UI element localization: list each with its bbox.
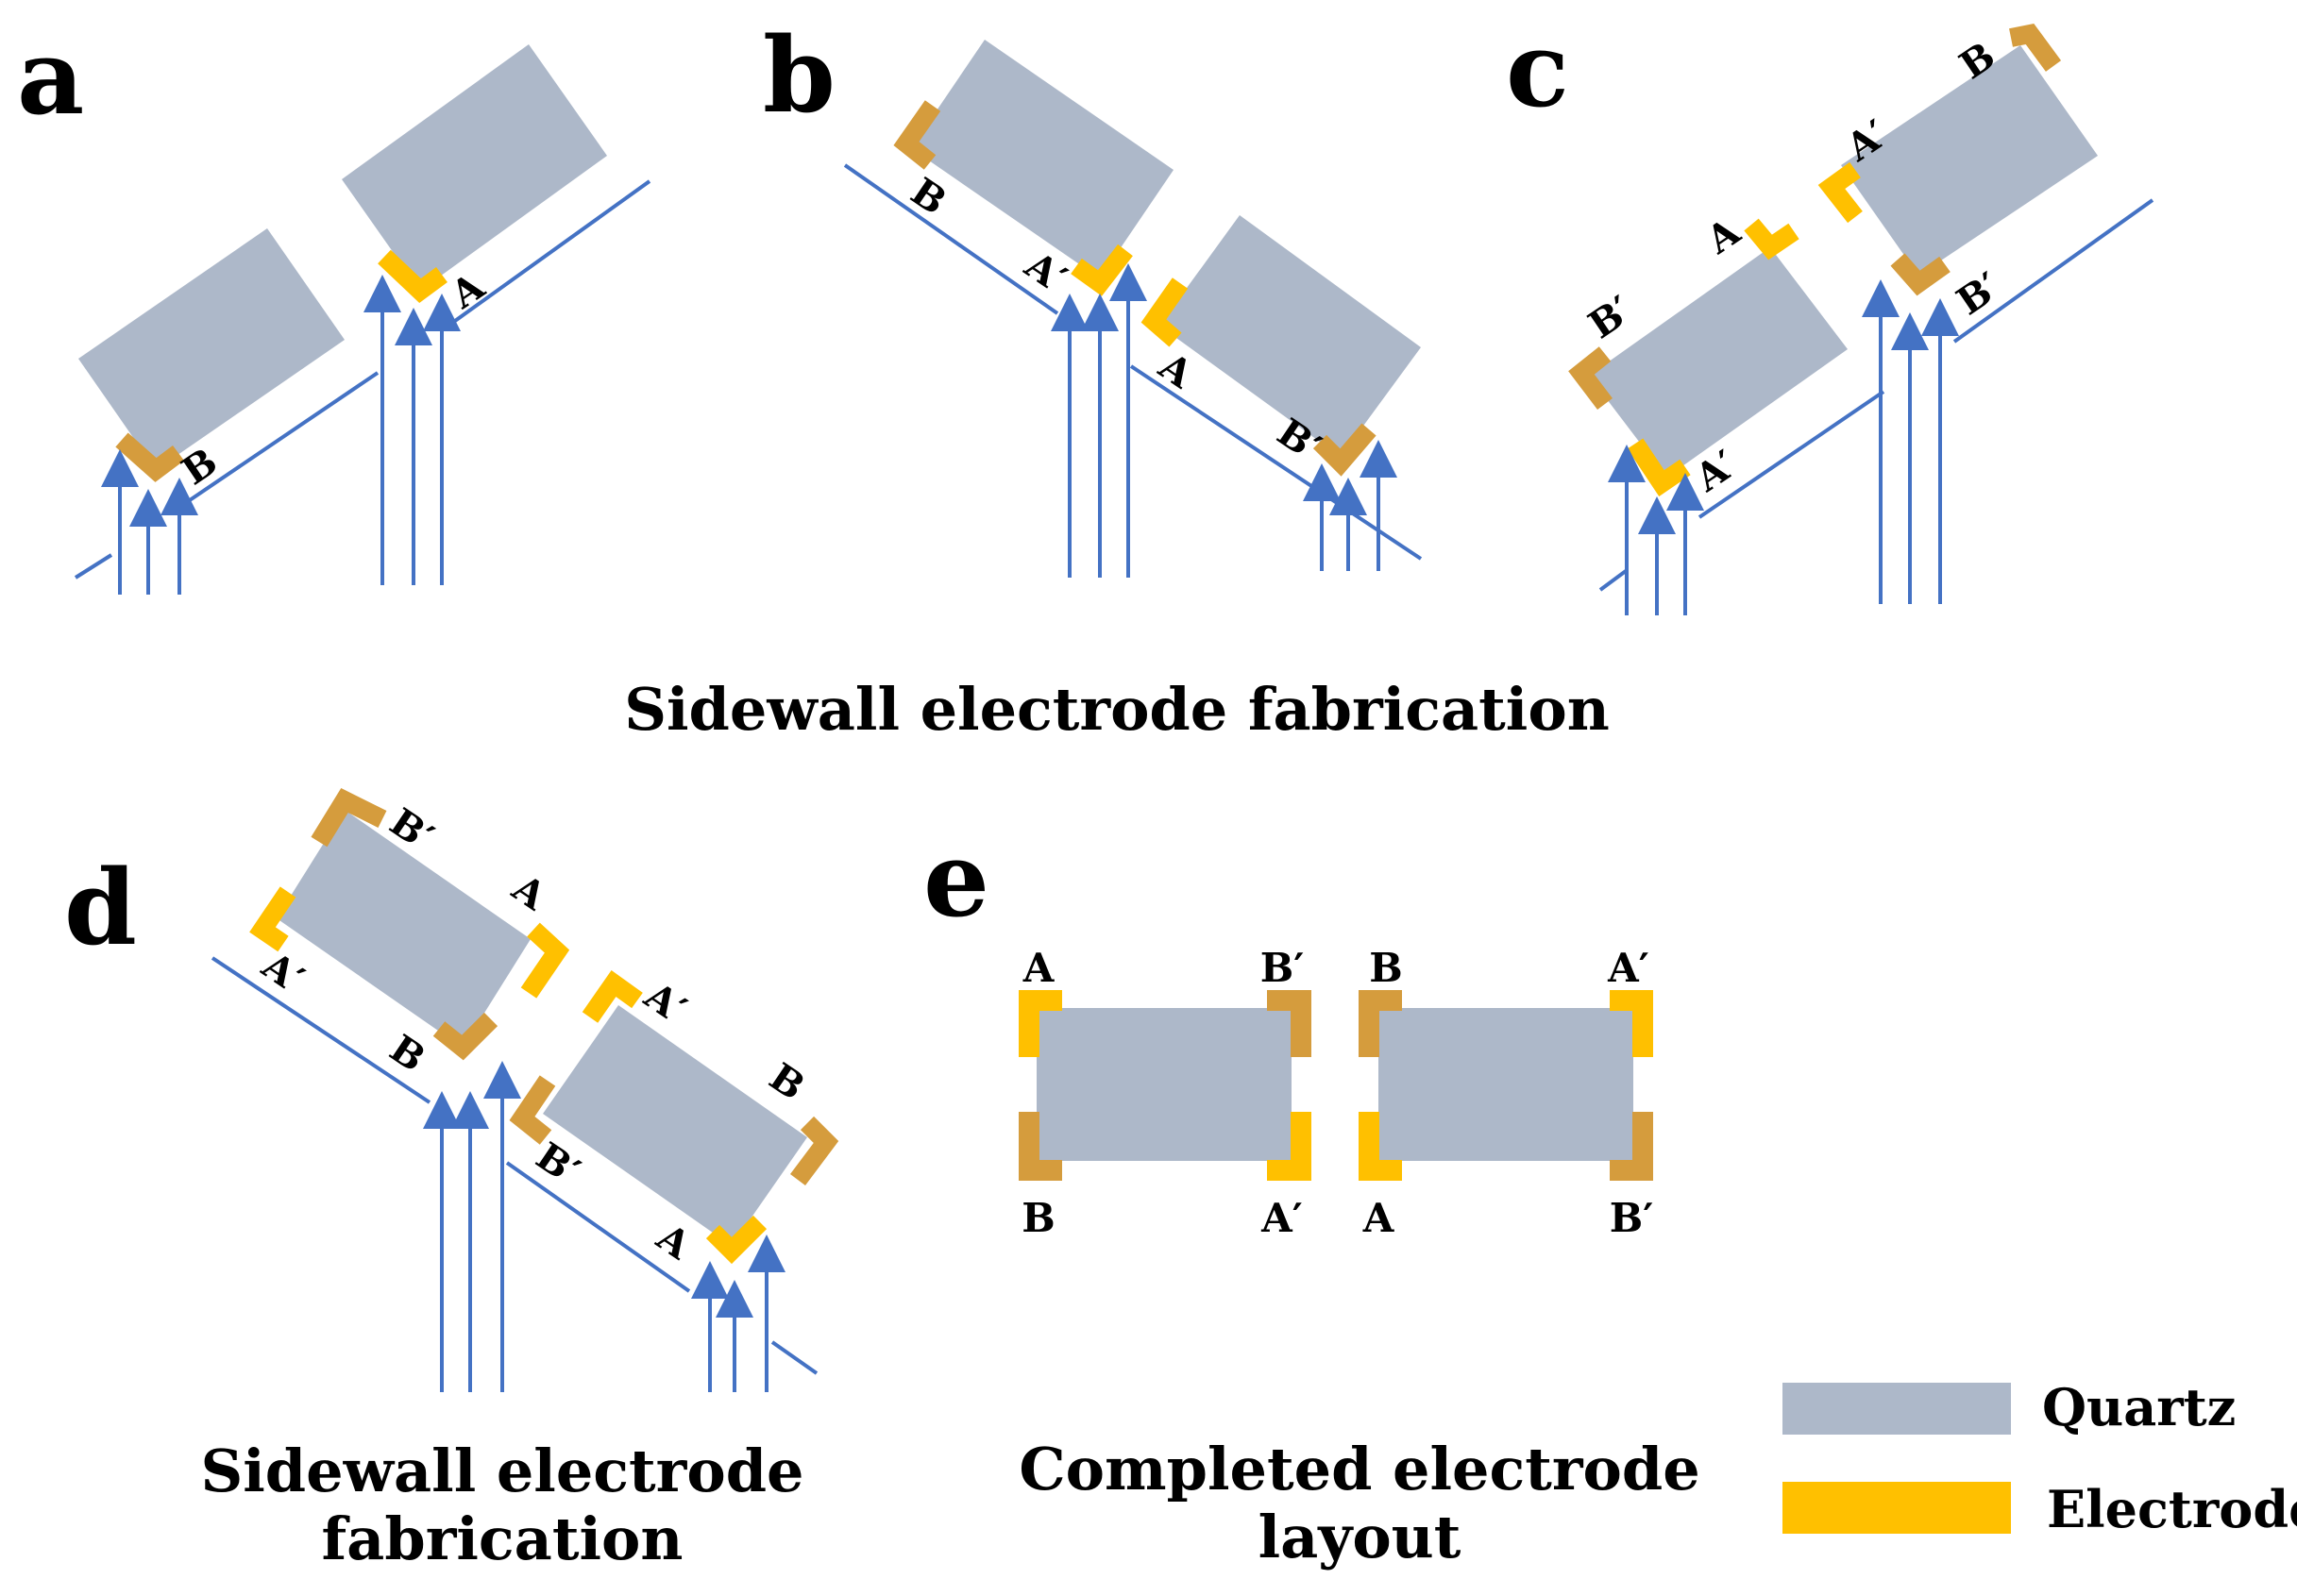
legend-electrode-label: Electrode xyxy=(2047,1479,2297,1539)
quartz-block xyxy=(1841,45,2098,276)
substrate-line xyxy=(1697,390,1885,519)
electrode-brown xyxy=(893,100,941,170)
electrode-yellow xyxy=(520,922,570,999)
electrode-yellow xyxy=(1817,161,1863,224)
quartz-block xyxy=(1378,1008,1633,1161)
electrode-yellow xyxy=(1359,1112,1402,1181)
quartz-block xyxy=(277,810,531,1048)
electrode-brown xyxy=(1267,990,1311,1057)
electrode-yellow xyxy=(249,886,296,952)
panel-letter-d: d xyxy=(64,847,137,968)
label-b-prime: B′ xyxy=(1580,288,1640,348)
substrate-line xyxy=(211,956,431,1104)
label-b: B xyxy=(381,1026,432,1081)
substrate-line xyxy=(1129,364,1423,561)
label-b: B xyxy=(761,1054,812,1109)
beam-arrows xyxy=(1608,279,1959,615)
electrode-brown xyxy=(509,1075,556,1145)
quartz-block xyxy=(543,1005,807,1246)
electrode-yellow xyxy=(1267,1112,1311,1181)
quartz-block xyxy=(1159,215,1421,457)
electrode-brown xyxy=(1610,1112,1653,1181)
legend: Quartz Electrode xyxy=(1782,1377,2297,1539)
panel-e: e A B′ B A′ B A′ A B′ xyxy=(923,818,1653,1241)
label-a-prime: A′ xyxy=(636,973,695,1033)
electrode-brown xyxy=(1019,1112,1062,1181)
electrode-yellow xyxy=(582,969,643,1023)
label-b: B xyxy=(903,169,954,224)
substrate-line xyxy=(1952,198,2154,344)
legend-quartz-swatch xyxy=(1782,1383,2011,1435)
label-a-prime: A′ xyxy=(1607,945,1649,991)
label-b-prime: B′ xyxy=(1260,945,1305,991)
substrate-line xyxy=(74,553,113,580)
caption-d-line2: fabrication xyxy=(322,1504,684,1573)
panel-c: c B A′ A B′ B′ A′ xyxy=(1506,8,2154,615)
quartz-block xyxy=(78,228,345,470)
panel-letter-b: b xyxy=(763,14,836,136)
label-a: A xyxy=(1697,209,1748,262)
electrode-brown xyxy=(1359,990,1402,1057)
caption-d-line1: Sidewall electrode xyxy=(200,1436,803,1505)
label-b-prime: B′ xyxy=(1610,1195,1654,1241)
caption-e-line2: layout xyxy=(1258,1503,1461,1571)
beam-arrows xyxy=(101,275,461,595)
substrate-line xyxy=(505,1161,691,1293)
legend-quartz-label: Quartz xyxy=(2042,1377,2236,1437)
label-b: B xyxy=(1369,945,1403,991)
substrate-line xyxy=(182,371,380,506)
electrode-yellow xyxy=(1610,990,1653,1057)
panel-letter-a: a xyxy=(17,16,84,138)
electrode-brown xyxy=(432,1012,498,1061)
panel-letter-c: c xyxy=(1506,8,1569,130)
label-a: A xyxy=(1151,344,1202,397)
electrode-yellow xyxy=(1019,990,1062,1057)
electrode-brown xyxy=(790,1116,839,1185)
electrode-brown xyxy=(1890,253,1951,296)
electrode-brown xyxy=(1568,346,1613,411)
electrode-yellow xyxy=(1140,277,1189,347)
panel-d: d B′ A A′ B A′ B B′ A xyxy=(64,787,839,1392)
label-b: B xyxy=(1022,1195,1056,1241)
substrate-line xyxy=(447,179,651,328)
label-a: A xyxy=(1362,1195,1395,1241)
quartz-block xyxy=(1037,1008,1292,1161)
substrate-line xyxy=(770,1340,819,1375)
panel-b: b B A′ A B′ xyxy=(763,14,1423,578)
panel-a: a A B xyxy=(17,16,651,595)
label-b-prime: B′ xyxy=(1949,264,2008,325)
caption-top: Sidewall electrode fabrication xyxy=(624,675,1610,744)
label-a: A xyxy=(442,263,493,317)
label-a: A xyxy=(504,865,555,919)
electrode-yellow xyxy=(705,1215,768,1265)
quartz-block xyxy=(1589,247,1848,478)
substrate-line xyxy=(1598,569,1628,592)
label-a-prime: A′ xyxy=(1260,1195,1303,1241)
electrode-yellow xyxy=(1071,244,1133,296)
electrode-brown xyxy=(311,787,387,848)
substrate-line xyxy=(843,163,1059,315)
panel-letter-e: e xyxy=(923,818,989,940)
quartz-block xyxy=(342,44,607,291)
beam-arrows xyxy=(1051,263,1397,578)
quartz-block xyxy=(911,40,1174,278)
electrode-brown xyxy=(2009,23,2062,72)
label-a: A xyxy=(649,1215,700,1268)
electrode-yellow xyxy=(378,249,448,304)
caption-e-line1: Completed electrode xyxy=(1019,1435,1699,1504)
beam-arrows xyxy=(423,1061,785,1392)
label-a: A xyxy=(1022,945,1056,991)
legend-electrode-swatch xyxy=(1782,1482,2011,1534)
electrode-yellow xyxy=(1744,218,1799,260)
